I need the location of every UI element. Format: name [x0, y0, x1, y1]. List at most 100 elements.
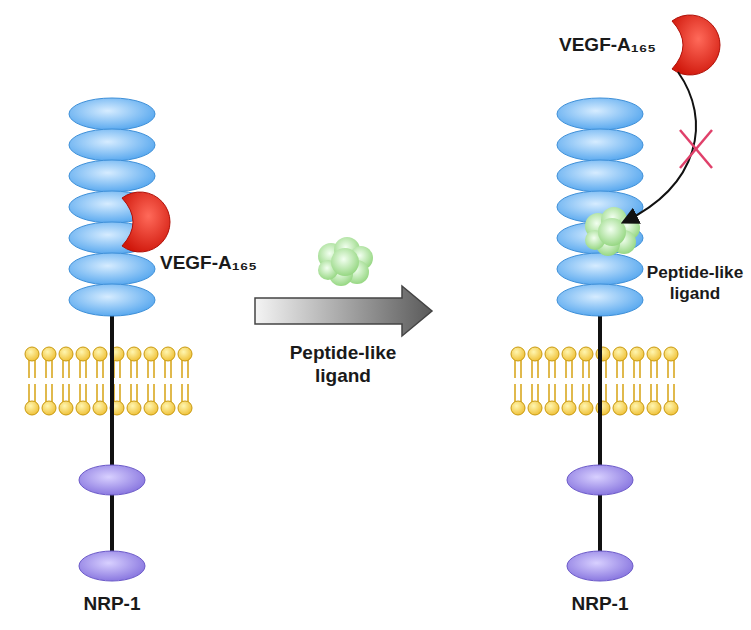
lipid-bilayer	[25, 347, 192, 415]
process-arrow	[255, 286, 432, 336]
intracellular-domain	[79, 465, 145, 495]
lipid-head	[76, 347, 90, 361]
lipid-head	[25, 401, 39, 415]
extracellular-domain	[69, 129, 155, 161]
extracellular-domain	[69, 284, 155, 316]
lipid-head	[59, 347, 73, 361]
lipid-bilayer	[511, 347, 678, 415]
receptor-stalk	[598, 300, 602, 580]
lipid-tail	[616, 384, 618, 402]
lipid-tail	[153, 360, 155, 378]
lipid-tail	[673, 360, 675, 378]
ligand-lobe	[331, 248, 359, 276]
lipid-tail	[616, 360, 618, 378]
figure-label: VEGF-A₁₆₅	[559, 34, 656, 57]
lipid-tail	[582, 360, 584, 378]
lipid-head	[76, 401, 90, 415]
lipid-tail	[130, 360, 132, 378]
lipid-tail	[650, 360, 652, 378]
lipid-head	[664, 347, 678, 361]
lipid-tail	[656, 360, 658, 378]
lipid-tail	[96, 360, 98, 378]
lipid-tail	[85, 360, 87, 378]
lipid-tail	[34, 384, 36, 402]
lipid-tail	[622, 384, 624, 402]
lipid-head	[127, 347, 141, 361]
lipid-tail	[96, 384, 98, 402]
lipid-tail	[187, 384, 189, 402]
lipid-head	[613, 347, 627, 361]
extracellular-domain	[557, 129, 643, 161]
figure-label: NRP-1	[571, 593, 628, 616]
lipid-tail	[520, 360, 522, 378]
lipid-tail	[68, 384, 70, 402]
lipid-head	[511, 401, 525, 415]
lipid-tail	[28, 384, 30, 402]
lipid-head	[528, 347, 542, 361]
intracellular-domain	[567, 465, 633, 495]
lipid-tail	[28, 360, 30, 378]
lipid-tail	[633, 360, 635, 378]
lipid-head	[545, 347, 559, 361]
extracellular-domain	[557, 284, 643, 316]
lipid-tail	[85, 384, 87, 402]
lipid-tail	[588, 384, 590, 402]
lipid-tail	[51, 360, 53, 378]
lipid-head	[144, 401, 158, 415]
figure-label: NRP-1	[83, 593, 140, 616]
lipid-tail	[170, 360, 172, 378]
lipid-tail	[571, 360, 573, 378]
lipid-tail	[650, 384, 652, 402]
lipid-tail	[548, 384, 550, 402]
lipid-tail	[554, 384, 556, 402]
lipid-tail	[147, 360, 149, 378]
receptor	[511, 98, 678, 581]
lipid-head	[545, 401, 559, 415]
lipid-head	[630, 401, 644, 415]
peptide-ligand	[318, 237, 373, 286]
lipid-head	[562, 401, 576, 415]
extracellular-domain	[69, 253, 155, 285]
lipid-tail	[639, 360, 641, 378]
lipid-tail	[181, 384, 183, 402]
lipid-tail	[667, 384, 669, 402]
lipid-head	[630, 347, 644, 361]
lipid-head	[528, 401, 542, 415]
lipid-head	[59, 401, 73, 415]
lipid-head	[93, 401, 107, 415]
lipid-tail	[79, 384, 81, 402]
lipid-tail	[102, 384, 104, 402]
lipid-tail	[548, 360, 550, 378]
lipid-tail	[62, 384, 64, 402]
peptide-ligand	[585, 207, 640, 256]
lipid-head	[178, 401, 192, 415]
lipid-tail	[130, 384, 132, 402]
lipid-tail	[181, 360, 183, 378]
receptor-stalk	[110, 300, 114, 580]
lipid-tail	[136, 384, 138, 402]
lipid-tail	[565, 384, 567, 402]
lipid-tail	[537, 360, 539, 378]
lipid-tail	[514, 384, 516, 402]
lipid-tail	[582, 384, 584, 402]
lipid-head	[127, 401, 141, 415]
lipid-tail	[68, 360, 70, 378]
lipid-head	[647, 401, 661, 415]
lipid-tail	[514, 360, 516, 378]
lipid-head	[42, 347, 56, 361]
lipid-tail	[187, 360, 189, 378]
lipid-tail	[147, 384, 149, 402]
lipid-tail	[79, 360, 81, 378]
extracellular-domain	[557, 160, 643, 192]
ligand-lobe	[598, 218, 626, 246]
lipid-tail	[622, 360, 624, 378]
lipid-head	[562, 347, 576, 361]
extracellular-domain	[69, 160, 155, 192]
lipid-head	[161, 347, 175, 361]
lipid-head	[144, 347, 158, 361]
lipid-tail	[633, 384, 635, 402]
lipid-tail	[170, 384, 172, 402]
lipid-head	[93, 347, 107, 361]
